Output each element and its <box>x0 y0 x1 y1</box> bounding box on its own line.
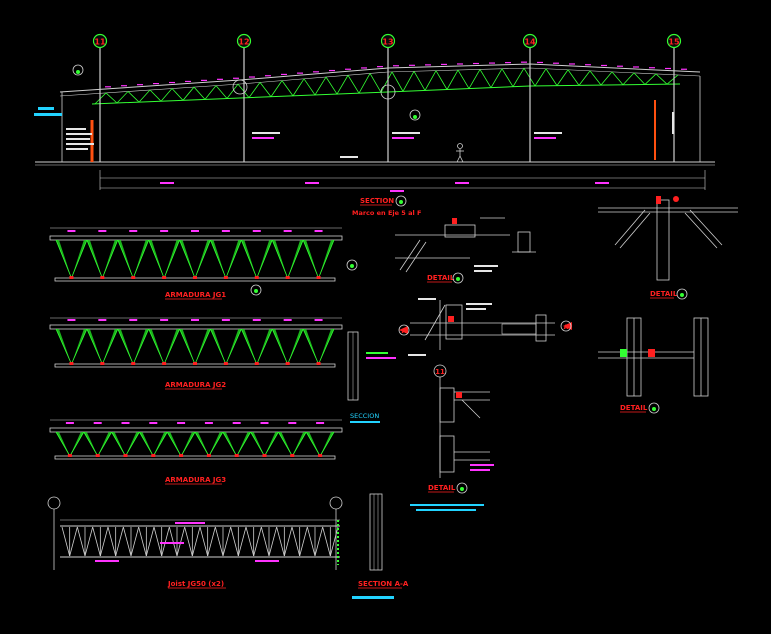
truss-jg2-title: ARMADURA JG2 <box>165 381 226 389</box>
axis-bubble-15: 15 <box>666 33 682 49</box>
detail-1-label: DETAIL <box>427 272 464 284</box>
svg-text:13: 13 <box>382 38 393 47</box>
svg-text:DETAIL: DETAIL <box>427 274 455 282</box>
section-subtitle: Marco en Eje 5 al F <box>352 209 421 217</box>
svg-text:DETAIL: DETAIL <box>620 404 648 412</box>
joist-elevation: Joist JG50 (x2) <box>47 496 343 589</box>
detail-5-label: DETAIL <box>620 402 660 414</box>
column-section: SECCION <box>347 331 396 423</box>
svg-text:11: 11 <box>94 38 106 47</box>
detail-2 <box>399 298 572 356</box>
detail-3-label: DETAIL <box>428 482 468 494</box>
svg-text:15: 15 <box>668 38 680 47</box>
detail-3 <box>433 364 490 478</box>
joist-title: Joist JG50 (x2) <box>167 580 224 588</box>
svg-text:12: 12 <box>238 38 249 47</box>
detail-4-label: DETAIL <box>650 288 688 300</box>
svg-text:14: 14 <box>524 38 536 47</box>
axis-bubble-13: 13 <box>380 33 396 49</box>
svg-text:DETAIL: DETAIL <box>428 484 456 492</box>
truss-jg1-title: ARMADURA JG1 <box>165 291 226 299</box>
svg-text:A: A <box>564 324 569 331</box>
section-title: SECTION <box>360 197 394 205</box>
section-aa: SECTION A-A <box>352 493 409 599</box>
truss-jg2: ARMADURA JG2 <box>49 317 343 390</box>
detail-4 <box>598 199 738 281</box>
detail-3-axis: 11 <box>435 368 445 376</box>
truss-jg3: ARMADURA JG3 <box>49 419 343 485</box>
svg-text:DETAIL: DETAIL <box>650 290 678 298</box>
detail-2-axis-right: A <box>560 320 572 332</box>
main-elevation: 11 12 13 14 15 <box>34 33 715 217</box>
detail-1 <box>395 217 536 273</box>
svg-text:A: A <box>402 328 407 335</box>
detail-5 <box>598 317 709 397</box>
truss-jg1: ARMADURA JG1 <box>49 227 358 300</box>
axis-bubble-11: 11 <box>92 33 108 49</box>
truss-jg3-title: ARMADURA JG3 <box>165 476 226 484</box>
axis-bubble-12: 12 <box>236 33 252 49</box>
axis-bubble-14: 14 <box>522 33 538 49</box>
seccion-title: SECCION <box>350 412 379 420</box>
section-aa-title: SECTION A-A <box>358 580 409 588</box>
detail-2-axis-left: A <box>398 324 410 336</box>
person-icon <box>456 143 464 163</box>
